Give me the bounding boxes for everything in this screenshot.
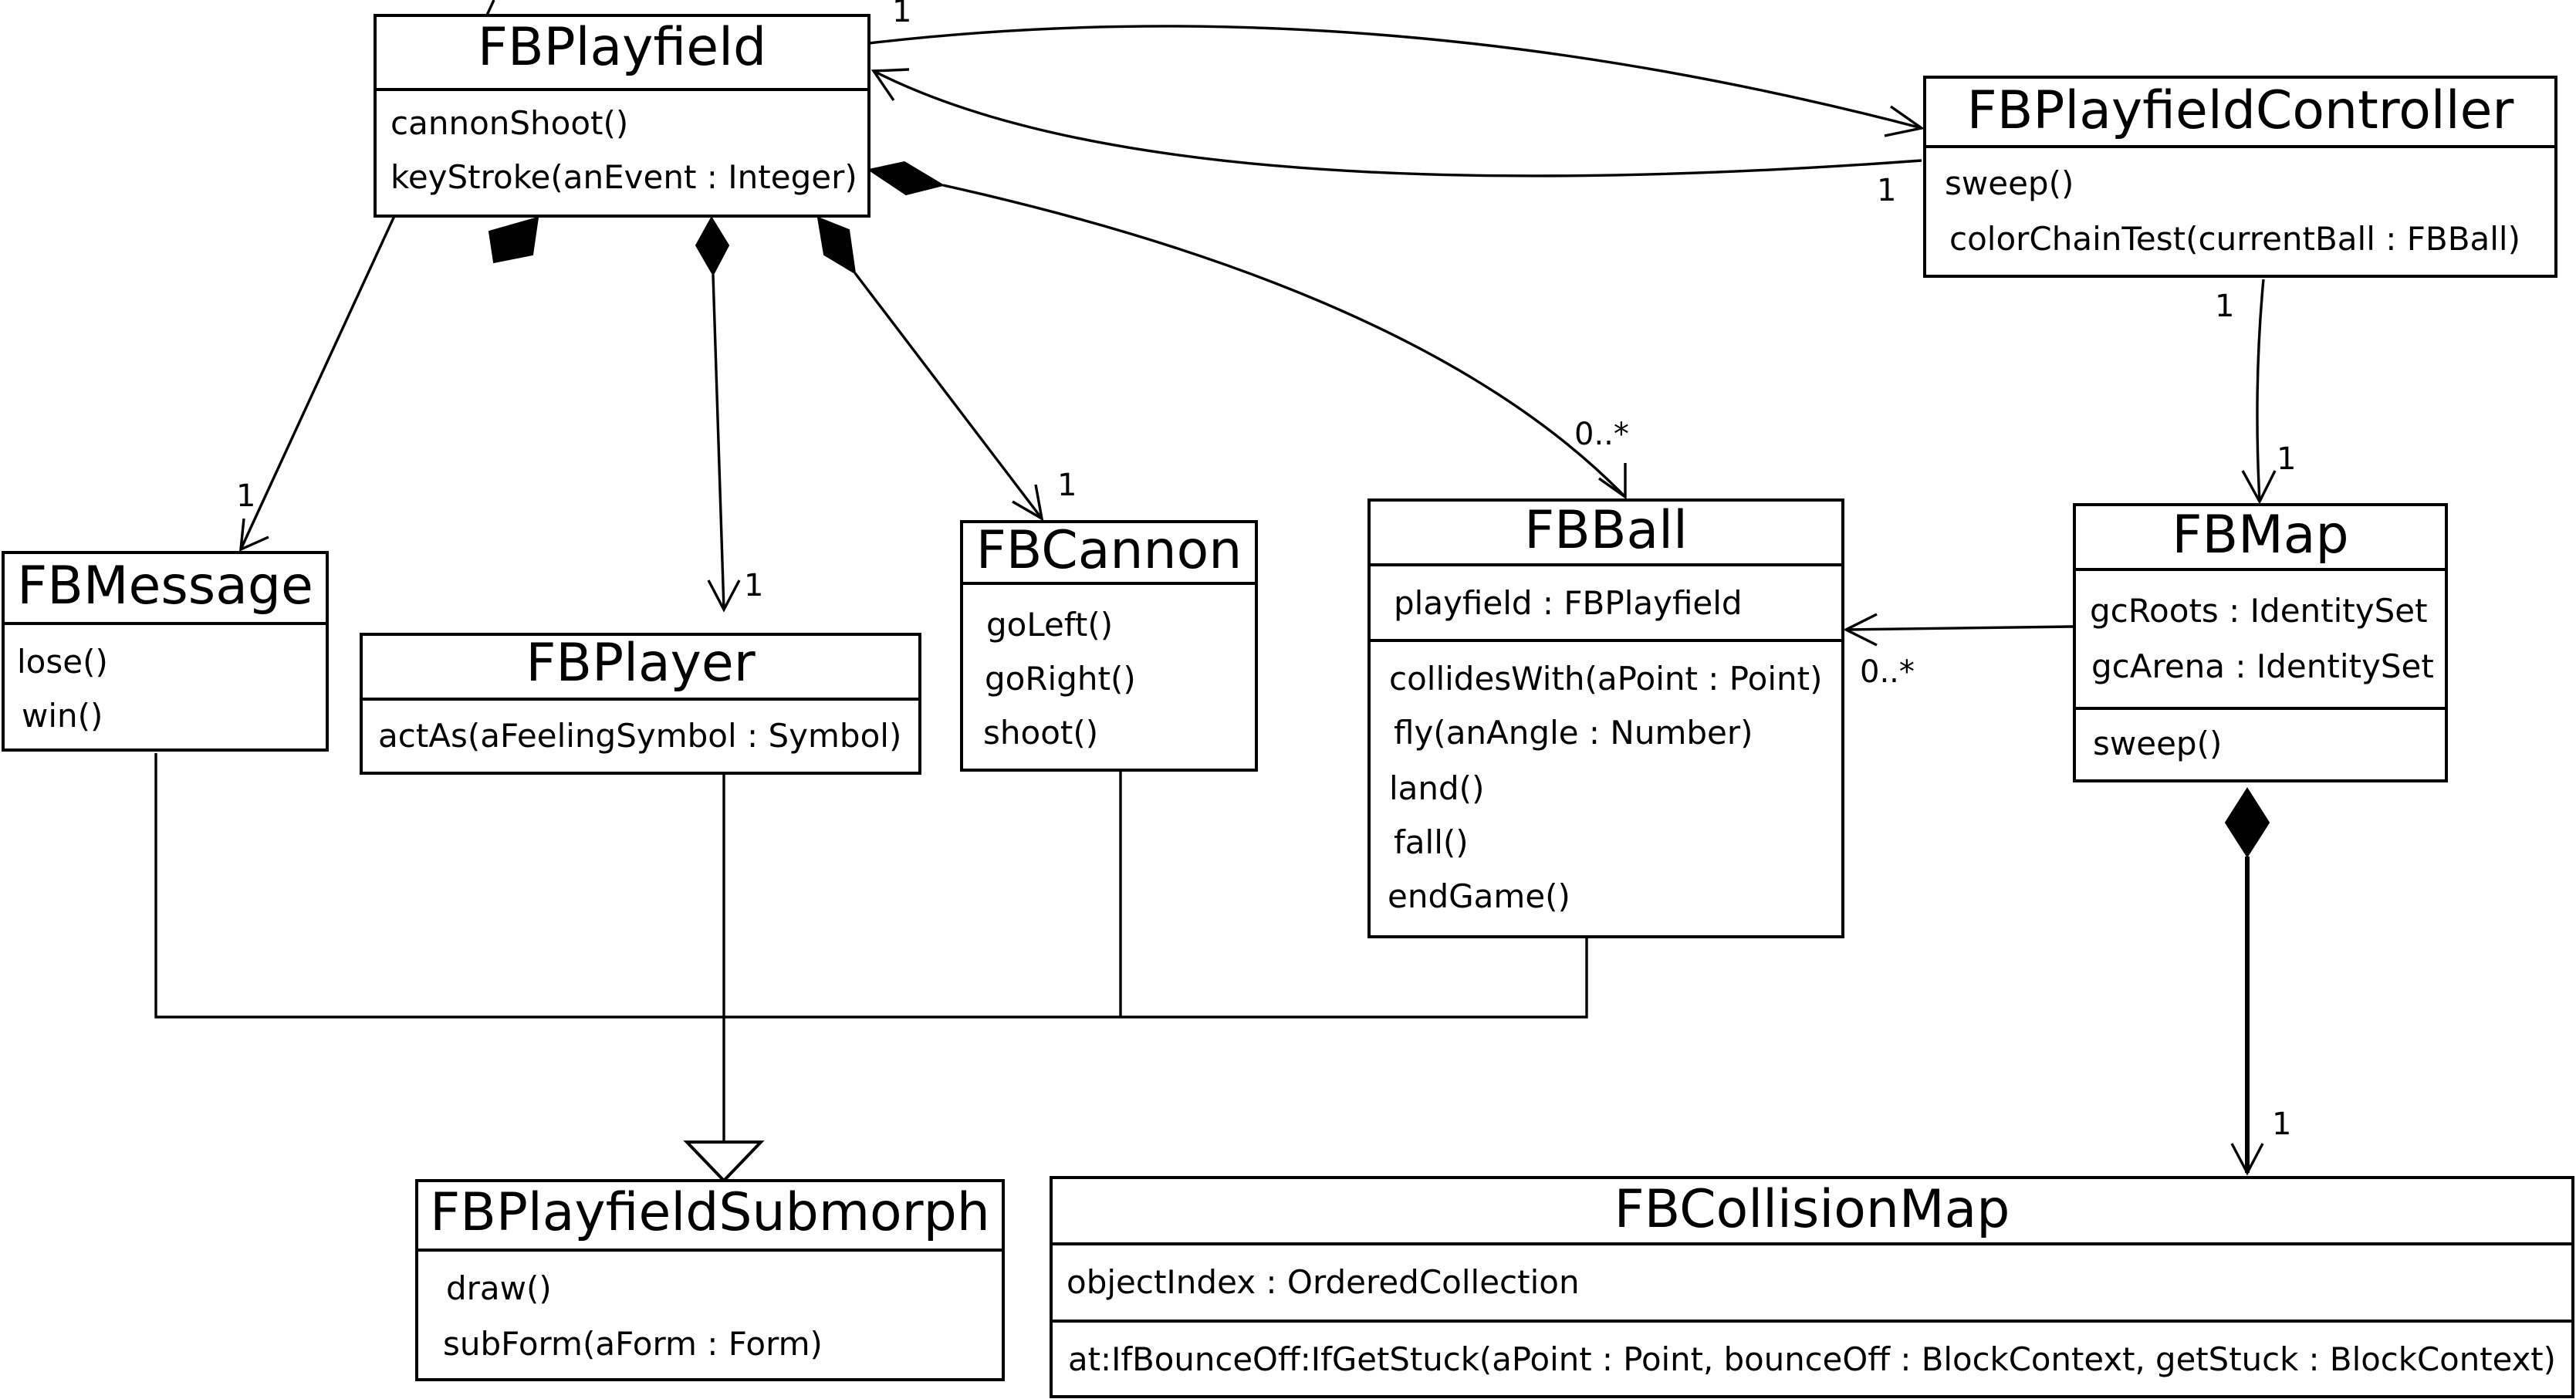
operation: actAs(aFeelingSymbol : Symbol) xyxy=(378,717,901,755)
operation: goLeft() xyxy=(986,606,1113,644)
multiplicity: 1 xyxy=(1057,468,1077,503)
composition-playfield-player xyxy=(695,216,741,613)
multiplicity: 1 xyxy=(892,0,911,29)
inheritance-arrowhead xyxy=(683,1140,765,1183)
multiplicity: 0..* xyxy=(1860,654,1915,690)
class-name: FBCollisionMap xyxy=(1614,1179,2010,1240)
multiplicity: 0..* xyxy=(1574,417,1629,452)
operation: cannonShoot() xyxy=(390,104,628,142)
association-controller-map xyxy=(2241,279,2277,505)
class-fbcannon: FBCannon goLeft() goRight() shoot() xyxy=(960,520,1258,772)
composition-map-collision xyxy=(2224,787,2270,1176)
operation: win() xyxy=(22,697,103,735)
operation: draw() xyxy=(446,1269,552,1307)
association-map-ball xyxy=(1843,613,2074,647)
class-fbplayfieldsubmorph: FBPlayfieldSubmorph draw() subForm(aForm… xyxy=(415,1179,1005,1381)
attribute: playfield : FBPlayfield xyxy=(1394,584,1743,622)
operation: fall() xyxy=(1394,823,1469,861)
association-playfield-controller xyxy=(868,25,1925,177)
class-name: FBPlayfield xyxy=(478,17,766,78)
operation: keyStroke(anEvent : Integer) xyxy=(390,158,857,196)
class-name: FBBall xyxy=(1524,500,1688,561)
class-fbmap: FBMap gcRoots : IdentitySet gcArena : Id… xyxy=(2073,503,2448,782)
operation: goRight() xyxy=(985,660,1136,698)
multiplicity: 1 xyxy=(744,568,763,603)
operation: sweep() xyxy=(2093,725,2222,762)
class-name: FBPlayfieldSubmorph xyxy=(430,1182,990,1243)
operation: at:IfBounceOff:IfGetStuck(aPoint : Point… xyxy=(1068,1340,2556,1378)
composition-playfield-ball xyxy=(867,161,1627,500)
operation: collidesWith(aPoint : Point) xyxy=(1389,660,1822,698)
multiplicity: 1 xyxy=(2215,289,2234,324)
multiplicity: 1 xyxy=(2272,1107,2291,1142)
composition-playfield-cannon xyxy=(816,216,1044,522)
class-name: FBMap xyxy=(2172,505,2348,566)
class-fbmessage: FBMessage lose() win() xyxy=(2,551,329,752)
multiplicity: 1 xyxy=(1877,173,1896,208)
multiplicity: 1 xyxy=(236,478,255,514)
operation: land() xyxy=(1389,769,1484,807)
class-fbcollisionmap: FBCollisionMap objectIndex : OrderedColl… xyxy=(1050,1176,2574,1398)
attribute: objectIndex : OrderedCollection xyxy=(1067,1263,1580,1301)
operation: fly(anAngle : Number) xyxy=(1394,714,1753,752)
class-fbplayfield: FBPlayfield cannonShoot() keyStroke(anEv… xyxy=(374,14,870,218)
class-name: FBMessage xyxy=(17,556,313,617)
class-name: FBCannon xyxy=(976,520,1242,581)
attribute: gcArena : IdentitySet xyxy=(2091,647,2434,685)
operation: lose() xyxy=(17,643,108,681)
generalization-tree xyxy=(154,753,1588,1183)
class-fbball: FBBall playfield : FBPlayfield collidesW… xyxy=(1367,498,1844,938)
attribute: gcRoots : IdentitySet xyxy=(2090,592,2428,630)
operation: sweep() xyxy=(1945,164,2074,202)
multiplicity: 1 xyxy=(2277,441,2296,477)
operation: colorChainTest(currentBall : FBBall) xyxy=(1949,220,2520,258)
operation: shoot() xyxy=(983,714,1098,752)
class-name: FBPlayer xyxy=(526,633,755,694)
operation: endGame() xyxy=(1388,877,1570,915)
class-name: FBPlayfieldController xyxy=(1967,80,2514,141)
class-fbplayfieldcontroller: FBPlayfieldController sweep() colorChain… xyxy=(1923,76,2557,278)
class-fbplayer: FBPlayer actAs(aFeelingSymbol : Symbol) xyxy=(360,633,921,775)
operation: subForm(aForm : Form) xyxy=(443,1325,823,1363)
